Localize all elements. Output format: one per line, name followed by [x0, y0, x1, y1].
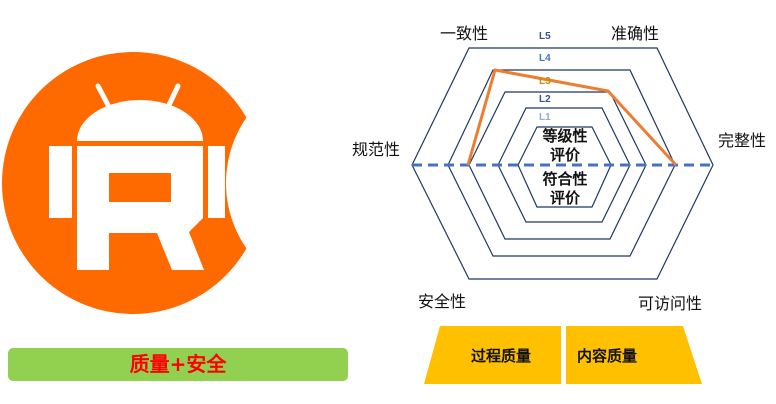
grade-evaluation-line1: 等级性 — [542, 127, 588, 145]
level-label-l5: L5 — [539, 31, 551, 42]
quality-security-banner: 质量+安全 — [8, 348, 348, 381]
content-quality-label: 内容质量 — [577, 347, 638, 365]
axis-label-standardization: 规范性 — [352, 140, 401, 159]
process-trapezoid — [424, 326, 702, 384]
axis-label-accessibility: 可访问性 — [638, 294, 703, 313]
level-label-l4: L4 — [539, 53, 551, 64]
content-quality-block — [566, 326, 702, 384]
hexagon-l5 — [411, 47, 714, 280]
level-label-l2: L2 — [539, 94, 551, 105]
score-polyline — [466, 68, 678, 167]
conformity-evaluation-label: 符合性 评价 — [525, 170, 605, 208]
conformity-evaluation-line1: 符合性 — [542, 170, 588, 188]
axis-label-consistency: 一致性 — [440, 24, 489, 43]
axis-label-accuracy: 准确性 — [611, 24, 660, 43]
process-quality-block — [424, 326, 561, 384]
grade-evaluation-line2: 评价 — [549, 146, 580, 164]
irc-logo — [2, 52, 456, 314]
conformity-evaluation-line2: 评价 — [549, 189, 580, 207]
process-quality-label: 过程质量 — [471, 347, 532, 365]
level-label-l1: L1 — [539, 112, 551, 123]
level-label-l3: L3 — [539, 76, 551, 87]
axis-label-security: 安全性 — [418, 292, 467, 311]
grade-evaluation-label: 等级性 评价 — [525, 127, 605, 165]
axis-label-completeness: 完整性 — [718, 131, 767, 150]
